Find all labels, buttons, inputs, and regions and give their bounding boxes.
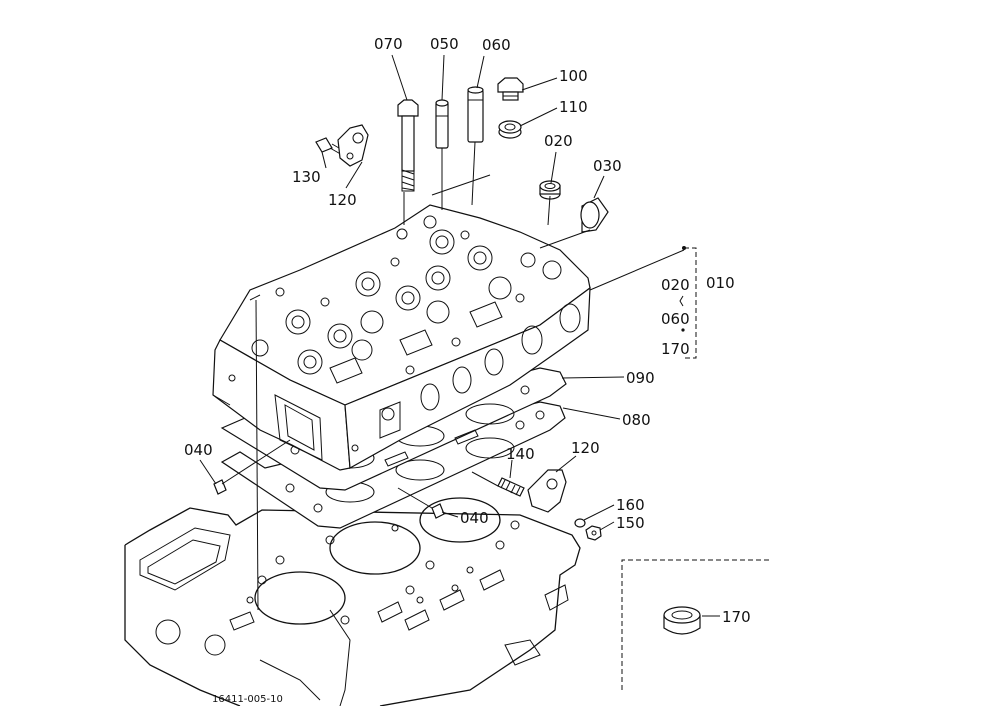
label-120-top: 120 <box>328 191 357 209</box>
label-080: 080 <box>622 411 651 429</box>
label-060: 060 <box>482 36 511 54</box>
label-040-left: 040 <box>184 441 213 459</box>
plug-030 <box>580 197 609 233</box>
label-170-inset: 170 <box>722 608 751 626</box>
washer-160 <box>574 518 586 528</box>
cylinder-head <box>212 204 591 471</box>
label-140: 140 <box>506 445 535 463</box>
set-bracket-010 <box>679 246 697 359</box>
figure-number: 16411-005-10 <box>212 694 283 705</box>
label-020: 020 <box>544 132 573 150</box>
leader-lines <box>199 54 720 617</box>
hanger-bracket-120-right <box>527 469 567 513</box>
label-150: 150 <box>616 514 645 532</box>
label-100: 100 <box>559 67 588 85</box>
label-070: 070 <box>374 35 403 53</box>
label-020-set: 020 <box>661 276 690 294</box>
cap-020 <box>539 180 561 200</box>
label-050: 050 <box>430 35 459 53</box>
dowel-pin-040-mid <box>431 503 445 519</box>
head-bolt-070 <box>397 99 419 192</box>
nut-150 <box>585 525 602 541</box>
label-030: 030 <box>593 157 622 175</box>
inset-box <box>621 559 770 690</box>
cylinder-block <box>124 497 581 706</box>
label-090: 090 <box>626 369 655 387</box>
label-040-mid: 040 <box>460 509 489 527</box>
hanger-bracket-120-top <box>337 124 369 167</box>
washer-110 <box>498 120 522 139</box>
valve-guide-060 <box>467 86 484 143</box>
valve-guide-050 <box>435 99 449 149</box>
label-060-set: 060 <box>661 310 690 328</box>
label-010: 010 <box>706 274 735 292</box>
stud-bolt-130 <box>315 137 347 157</box>
label-170-set: 170 <box>661 340 690 358</box>
label-110: 110 <box>559 98 588 116</box>
valve-stem-seal-170 <box>663 606 701 635</box>
label-160: 160 <box>616 496 645 514</box>
label-120-right: 120 <box>571 439 600 457</box>
stud-140 <box>497 477 525 497</box>
label-130: 130 <box>292 168 321 186</box>
plug-100 <box>497 77 524 101</box>
